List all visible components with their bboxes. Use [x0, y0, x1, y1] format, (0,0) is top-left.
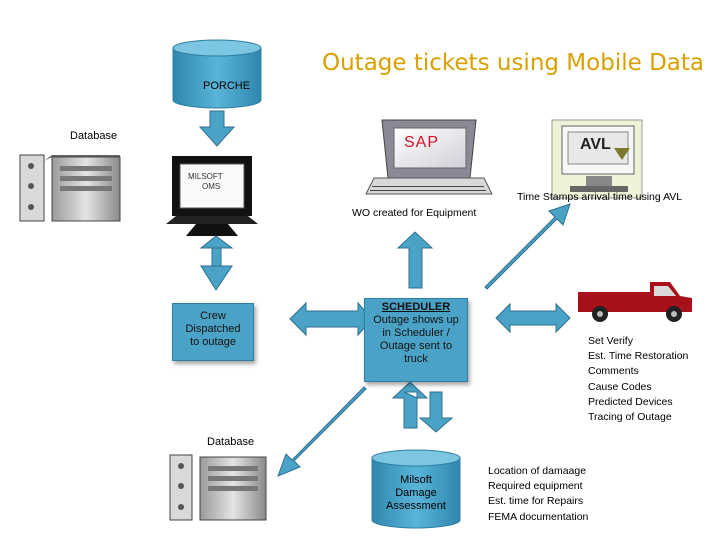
- arrow-scheduler-damage-up: [391, 381, 429, 429]
- crew-dispatched-box: Crew Dispatched to outage: [172, 303, 254, 361]
- list-item: Est. Time Restoration: [588, 350, 689, 363]
- porche-label: PORCHE: [203, 80, 251, 92]
- monitor-screen-text: MILSOFT OMS: [188, 172, 223, 192]
- wo-caption: WO created for Equipment: [352, 207, 477, 219]
- sap-logo-text: SAP: [404, 134, 440, 151]
- avl-computer: [551, 119, 643, 199]
- list-item: Est. time for Repairs: [488, 495, 584, 508]
- monitor-line1: MILSOFT: [188, 172, 223, 181]
- scheduler-text: Outage shows up in Scheduler / Outage se…: [373, 314, 459, 365]
- page-title: Outage tickets using Mobile Data: [322, 50, 704, 76]
- avl-caption: Time Stamps arrival time using AVL: [517, 191, 683, 203]
- scheduler-box: SCHEDULER Outage shows up in Scheduler /…: [364, 298, 468, 382]
- list-item: FEMA documentation: [488, 510, 589, 523]
- database-label: Database: [70, 130, 118, 142]
- list-item: Set Verify: [588, 335, 633, 347]
- arrow-scheduler-damage-down: [418, 391, 454, 433]
- truck-info-list: Set Verify Est. Time Restoration Comment…: [588, 334, 688, 425]
- list-item: Tracing of Outage: [588, 410, 672, 423]
- porche-database-cylinder: [172, 39, 262, 109]
- scheduler-heading: SCHEDULER: [381, 301, 451, 313]
- server-icon: [169, 454, 267, 521]
- arrow-scheduler-to-server: [277, 386, 367, 477]
- list-item: Location of damaage: [488, 465, 587, 477]
- damage-assessment-cylinder: [371, 449, 461, 529]
- list-item: Required equipment: [488, 480, 583, 493]
- arrow-oms-crew: [199, 235, 234, 291]
- arrow-porche-to-oms: [198, 110, 236, 147]
- damage-assessment-label: Milsoft Damage Assessment: [386, 474, 446, 512]
- bottom-database-label: Database: [207, 436, 255, 448]
- sap-computer: [365, 119, 493, 195]
- server-icon: [19, 154, 121, 222]
- damage-info-list: Location of damaage Required equipment E…: [488, 464, 588, 525]
- monitor-line2: OMS: [202, 182, 221, 191]
- truck-icon: [578, 282, 692, 322]
- list-item: Cause Codes: [588, 380, 652, 393]
- milsoft-oms-monitor: [166, 156, 258, 236]
- arrow-truck-to-avl: [484, 203, 571, 290]
- avl-logo-text: AVL: [580, 136, 611, 153]
- arrow-crew-scheduler: [289, 301, 373, 337]
- list-item: Comments: [588, 365, 639, 378]
- arrow-scheduler-to-sap: [396, 231, 434, 289]
- crew-dispatched-text: Crew Dispatched to outage: [185, 310, 241, 348]
- list-item: Predicted Devices: [588, 395, 673, 408]
- arrow-scheduler-truck: [495, 302, 571, 334]
